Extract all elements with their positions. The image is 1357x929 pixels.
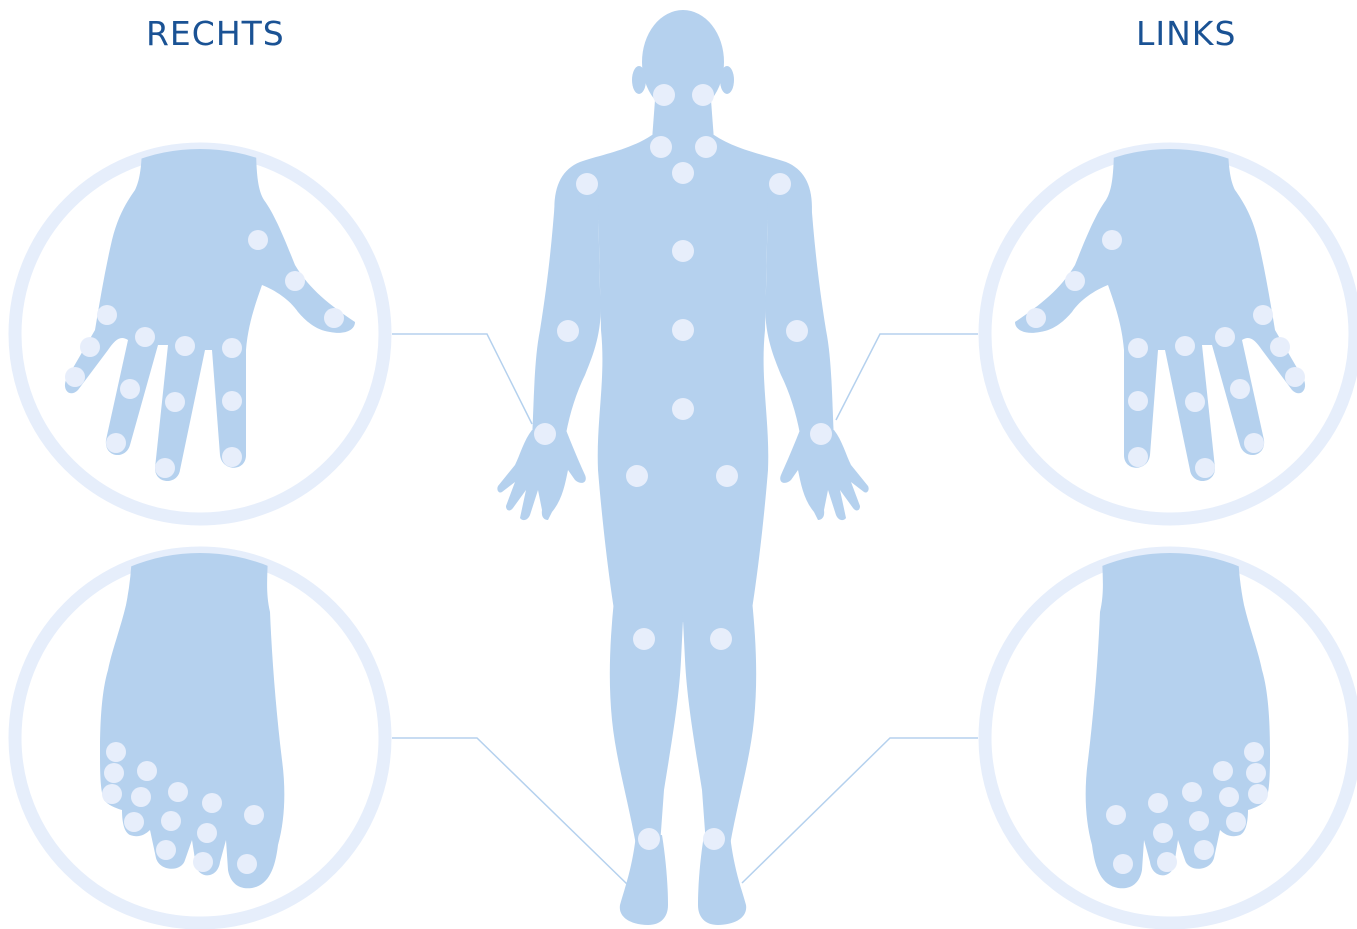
joint-marker (1065, 271, 1085, 291)
joint-marker (710, 628, 732, 650)
joint-marker (557, 320, 579, 342)
joint-marker (810, 423, 832, 445)
joint-marker (161, 811, 181, 831)
joint-marker (1253, 305, 1273, 325)
joint-marker (1194, 840, 1214, 860)
joint-marker (1153, 823, 1173, 843)
joint-marker (124, 812, 144, 832)
joint-marker (202, 793, 222, 813)
joint-marker (1195, 458, 1215, 478)
joint-marker (672, 240, 694, 262)
joint-marker (193, 852, 213, 872)
joint-marker (716, 465, 738, 487)
joint-marker (156, 840, 176, 860)
joint-marker (769, 173, 791, 195)
joint-marker (1270, 337, 1290, 357)
joint-marker (135, 327, 155, 347)
joint-marker (1215, 327, 1235, 347)
joint-marker (106, 433, 126, 453)
connector-right-hand (392, 334, 532, 424)
joint-marker (97, 305, 117, 325)
connector-left-hand (836, 334, 978, 420)
joint-marker (168, 782, 188, 802)
joint-marker (1182, 782, 1202, 802)
zoom-right-hand (15, 140, 385, 519)
joint-marker (65, 367, 85, 387)
joint-marker (1128, 391, 1148, 411)
joint-marker (786, 320, 808, 342)
joint-marker (1244, 433, 1264, 453)
joint-marker (534, 423, 556, 445)
joint-marker (576, 173, 598, 195)
joint-marker (244, 805, 264, 825)
joint-marker (131, 787, 151, 807)
joint-marker (653, 84, 675, 106)
zoom-right-foot (15, 545, 385, 923)
joint-marker (1113, 854, 1133, 874)
joint-marker (633, 628, 655, 650)
joint-marker (1128, 338, 1148, 358)
joint-marker (222, 391, 242, 411)
joint-marker (1244, 742, 1264, 762)
joint-marker (324, 308, 344, 328)
joint-marker (137, 761, 157, 781)
zoom-left-foot (985, 545, 1355, 923)
joint-marker (106, 742, 126, 762)
joint-marker (672, 162, 694, 184)
joint-marker (1213, 761, 1233, 781)
joint-marker (1226, 812, 1246, 832)
joint-marker (695, 136, 717, 158)
joint-marker (1106, 805, 1126, 825)
joint-marker (285, 271, 305, 291)
joint-marker (120, 379, 140, 399)
joint-marker (1148, 793, 1168, 813)
joint-marker (1248, 784, 1268, 804)
joint-marker (1219, 787, 1239, 807)
joint-marker (1026, 308, 1046, 328)
joint-marker (1285, 367, 1305, 387)
joint-marker (248, 230, 268, 250)
joint-marker (155, 458, 175, 478)
joint-marker (222, 447, 242, 467)
joint-marker (222, 338, 242, 358)
joint-marker (102, 784, 122, 804)
joint-marker (1246, 763, 1266, 783)
joint-marker (650, 136, 672, 158)
joint-marker (692, 84, 714, 106)
joint-marker (703, 828, 725, 850)
joint-marker (175, 336, 195, 356)
joint-marker (672, 319, 694, 341)
joint-marker (104, 763, 124, 783)
body-silhouette (497, 10, 868, 925)
joint-marker (80, 337, 100, 357)
joint-marker (1102, 230, 1122, 250)
joint-marker (638, 828, 660, 850)
zoom-left-hand (985, 140, 1355, 519)
connector-right-foot (392, 738, 628, 885)
joint-marker (1128, 447, 1148, 467)
joint-marker (626, 465, 648, 487)
joint-marker (1157, 852, 1177, 872)
connector-left-foot (742, 738, 978, 883)
joint-marker (1185, 392, 1205, 412)
joint-marker (237, 854, 257, 874)
joint-marker (1175, 336, 1195, 356)
joint-marker (1230, 379, 1250, 399)
joint-marker (165, 392, 185, 412)
joint-marker (1189, 811, 1209, 831)
joint-marker (672, 398, 694, 420)
joint-marker (197, 823, 217, 843)
